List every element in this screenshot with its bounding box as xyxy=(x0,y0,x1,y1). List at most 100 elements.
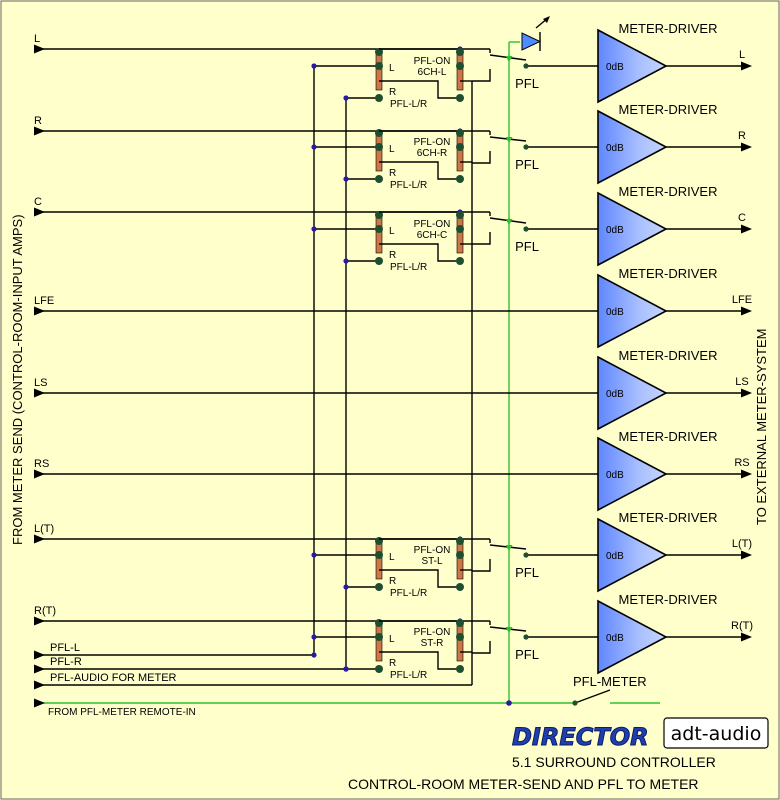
meter-driver-gain-LFE: 0dB xyxy=(606,307,624,318)
relay-on-contact-bot-RT xyxy=(456,665,464,673)
pfl-return-wire-L xyxy=(472,69,491,82)
relay-lr-contact-bot-C xyxy=(375,257,383,265)
meter-driver-label-LFE: METER-DRIVER xyxy=(619,266,718,281)
pfl-green-bus-junction xyxy=(506,700,512,706)
output-arrow-RS xyxy=(741,469,752,479)
relay-ch-label-R: 6CH-R xyxy=(417,148,448,159)
pfl-return-wire-C xyxy=(472,232,491,245)
pfl-l-junction xyxy=(311,652,317,658)
meter-driver-gain-L: 0dB xyxy=(606,62,624,73)
relay-lr-label-R: PFL-L/R xyxy=(390,180,427,191)
output-arrow-R xyxy=(741,142,752,152)
relay-l-label-L: L xyxy=(389,63,395,74)
relay-on-contact-mid-RT xyxy=(456,633,464,641)
relay-on-body-RT xyxy=(456,622,464,662)
meter-driver-gain-RS: 0dB xyxy=(606,470,624,481)
relay-lr-body-C xyxy=(375,214,383,254)
pfl-led-ray-arrow xyxy=(543,16,550,23)
relay-link-L xyxy=(379,80,460,99)
pfl-l-tap-L xyxy=(311,63,317,69)
meter-driver-label-C: METER-DRIVER xyxy=(619,184,718,199)
pfl-return-wire-R xyxy=(472,151,491,164)
relay-lr-label-RT: PFL-L/R xyxy=(390,670,427,681)
relay-l-label-C: L xyxy=(389,226,395,237)
output-arrow-LS xyxy=(741,388,752,398)
relay-on-contact-top-C xyxy=(456,211,464,219)
relay-lr-contact-bot-R xyxy=(375,175,383,183)
relay-lr-label-C: PFL-L/R xyxy=(390,262,427,273)
relay-l-label-RT: L xyxy=(389,634,395,645)
relay-on-contact-mid-L xyxy=(456,62,464,70)
relay-lr-body-RT xyxy=(375,622,383,662)
relay-lr-contact-bot-LT xyxy=(375,583,383,591)
pfl-l-label: PFL-L xyxy=(50,642,80,654)
relay-on-contact-top-RT xyxy=(456,619,464,627)
remote-label: FROM PFL-METER REMOTE-IN xyxy=(48,707,196,718)
pfl-r-tap-RT xyxy=(343,666,349,672)
output-arrow-C xyxy=(741,224,752,234)
relay-on-label-C: PFL-ON xyxy=(414,219,451,230)
relay-on-body-LT xyxy=(456,540,464,580)
output-arrow-RT xyxy=(741,632,752,642)
output-arrow-LFE xyxy=(741,306,752,316)
relay-lr-contact-top-RT xyxy=(375,619,383,627)
pfl-led-icon xyxy=(521,32,542,51)
relay-lr-contact-mid-L xyxy=(375,62,383,70)
pfl-r-tap-C xyxy=(343,258,349,264)
switch-out-node-RT xyxy=(523,634,529,640)
meter-driver-gain-C: 0dB xyxy=(606,225,624,236)
output-arrow-LT xyxy=(741,550,752,560)
relay-r-label-RT: R xyxy=(389,658,396,669)
logo-director: DIRECTOR xyxy=(512,723,649,751)
relay-lr-contact-mid-LT xyxy=(375,551,383,559)
meter-driver-gain-LS: 0dB xyxy=(606,389,624,400)
pfl-bus-tap-arrow-LT xyxy=(505,545,513,551)
output-label-L: L xyxy=(739,49,745,61)
pfl-l-tap-R xyxy=(311,144,317,150)
input-label-LT: L(T) xyxy=(34,523,54,535)
relay-l-label-R: L xyxy=(389,144,395,155)
output-arrow-L xyxy=(741,61,752,71)
relay-lr-body-L xyxy=(375,51,383,91)
meter-driver-label-LT: METER-DRIVER xyxy=(619,510,718,525)
switch-out-node-C xyxy=(523,226,529,232)
relay-on-body-C xyxy=(456,214,464,254)
pfl-audio-label: PFL-AUDIO FOR METER xyxy=(50,672,177,684)
output-label-LS: LS xyxy=(735,376,748,388)
relay-on-contact-bot-R xyxy=(456,175,464,183)
relay-on-contact-mid-LT xyxy=(456,551,464,559)
relay-lr-contact-top-L xyxy=(375,48,383,56)
relay-ch-label-LT: ST-L xyxy=(421,556,443,567)
pfl-r-input-arrow xyxy=(34,664,45,674)
relay-on-label-RT: PFL-ON xyxy=(414,627,451,638)
brand-box xyxy=(663,717,769,749)
pfl-switch-label-C: PFL xyxy=(515,239,539,254)
input-label-RS: RS xyxy=(34,458,49,470)
relay-lr-contact-mid-R xyxy=(375,143,383,151)
relay-on-contact-top-R xyxy=(456,129,464,137)
output-label-RS: RS xyxy=(734,457,749,469)
pfl-r-tap-R xyxy=(343,176,349,182)
meter-driver-label-RS: METER-DRIVER xyxy=(619,429,718,444)
relay-on-contact-bot-L xyxy=(456,94,464,102)
relay-r-label-R: R xyxy=(389,168,396,179)
meter-driver-gain-R: 0dB xyxy=(606,143,624,154)
relay-r-label-C: R xyxy=(389,250,396,261)
output-label-R: R xyxy=(738,130,746,142)
relay-r-label-LT: R xyxy=(389,576,396,587)
meter-driver-label-LS: METER-DRIVER xyxy=(619,348,718,363)
caption: CONTROL-ROOM METER-SEND AND PFL TO METER xyxy=(348,776,699,792)
pfl-return-wire-RT xyxy=(472,641,491,654)
meter-driver-label-L: METER-DRIVER xyxy=(619,21,718,36)
relay-on-body-R xyxy=(456,132,464,172)
pfl-meter-switch-blade xyxy=(574,689,611,704)
pfl-l-tap-C xyxy=(311,226,317,232)
pfl-l-tap-RT xyxy=(311,634,317,640)
relay-lr-body-LT xyxy=(375,540,383,580)
right-side-label: TO EXTERNAL METER-SYSTEM xyxy=(754,329,769,525)
left-side-label: FROM METER SEND (CONTROL-ROOM-INPUT AMPS… xyxy=(10,214,25,545)
pfl-meter-label: PFL-METER xyxy=(573,674,647,689)
output-label-C: C xyxy=(738,212,746,224)
